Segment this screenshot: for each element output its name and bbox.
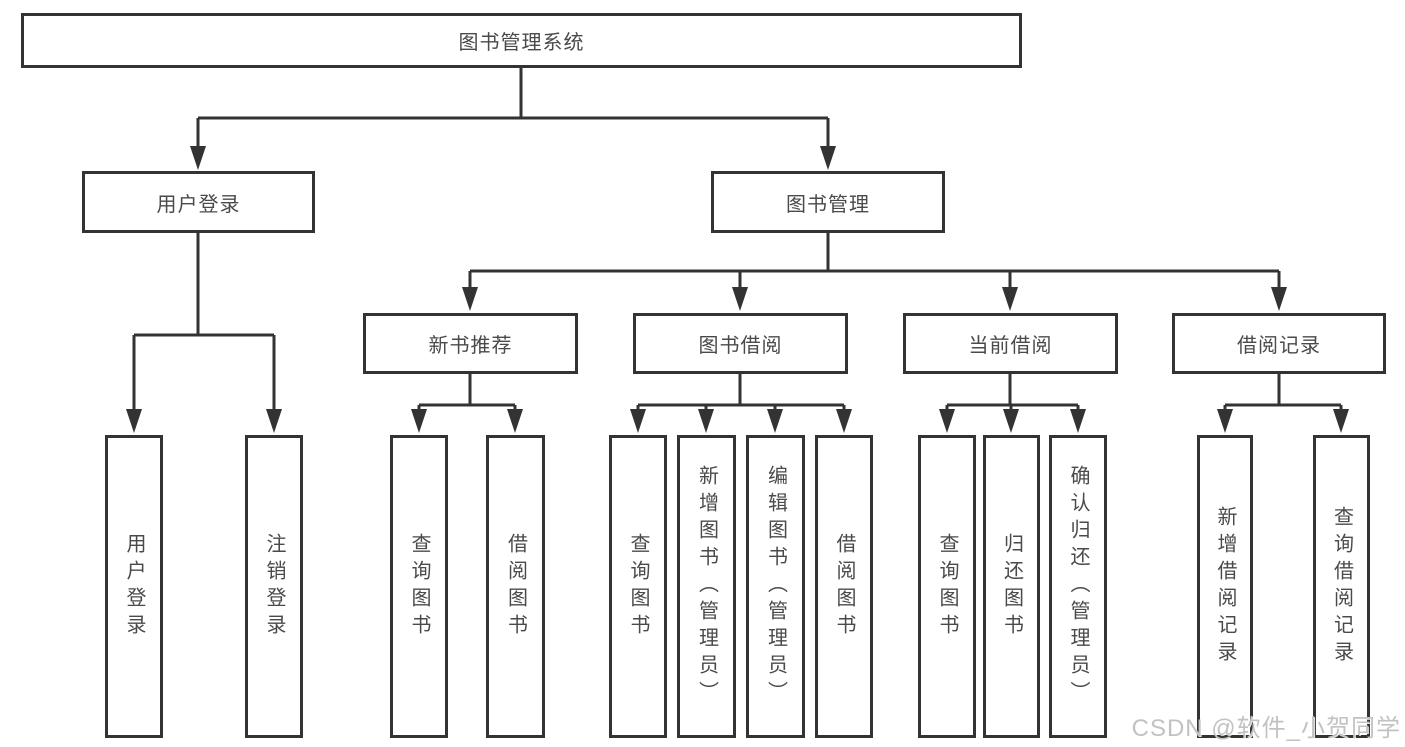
node-leaf-borrow-books-recommend: 借阅图书 [486,435,545,738]
node-label: 编辑图书（管理员） [764,465,787,708]
node-leaf-user-login: 用户登录 [105,435,163,738]
csdn-watermark: CSDN @软件_小贺同学 [1131,715,1401,742]
node-label: 图书借阅 [698,335,783,357]
node-label: 用户登录 [156,193,241,216]
node-leaf-add-book-admin: 新增图书（管理员） [677,435,736,738]
node-leaf-edit-book-admin: 编辑图书（管理员） [746,435,805,738]
node-leaf-query-books-recommend: 查询图书 [390,435,448,738]
node-leaf-query-borrow-record: 查询借阅记录 [1313,435,1370,738]
node-borrow-records: 借阅记录 [1172,313,1386,374]
node-label: 借阅图书 [504,532,527,641]
node-book-management: 图书管理 [711,171,945,233]
node-label: 图书管理 [786,193,870,216]
node-leaf-query-books-borrow: 查询图书 [609,435,667,738]
node-library-system: 图书管理系统 [21,13,1022,68]
node-label: 查询借阅记录 [1330,505,1353,668]
arrowheads [126,146,1349,433]
node-leaf-add-borrow-record: 新增借阅记录 [1197,435,1253,738]
node-label: 图书管理系统 [458,32,585,54]
node-label: 新增图书（管理员） [695,465,718,708]
node-label: 查询图书 [936,532,958,641]
connector-paths [132,67,1343,414]
node-label: 注销登录 [263,532,285,641]
node-label: 用户登录 [123,532,145,641]
node-user-login: 用户登录 [82,171,315,233]
node-leaf-confirm-return-admin: 确认归还（管理员） [1049,435,1107,738]
node-label: 归还图书 [1000,532,1023,641]
node-label: 借阅图书 [833,532,855,641]
node-label: 新增借阅记录 [1214,505,1236,668]
node-new-book-recommend: 新书推荐 [363,313,578,374]
node-label: 查询图书 [627,532,649,641]
node-label: 借阅记录 [1237,335,1321,357]
node-leaf-logout: 注销登录 [245,435,303,738]
node-leaf-borrow-books: 借阅图书 [815,435,873,738]
node-leaf-return-book: 归还图书 [983,435,1040,738]
node-current-borrow: 当前借阅 [903,313,1118,374]
node-label: 当前借阅 [968,335,1053,357]
node-label: 确认归还（管理员） [1067,465,1089,708]
node-label: 查询图书 [408,532,430,641]
node-label: 新书推荐 [428,335,513,357]
node-book-borrow: 图书借阅 [633,313,848,374]
node-leaf-query-books-current: 查询图书 [918,435,976,738]
